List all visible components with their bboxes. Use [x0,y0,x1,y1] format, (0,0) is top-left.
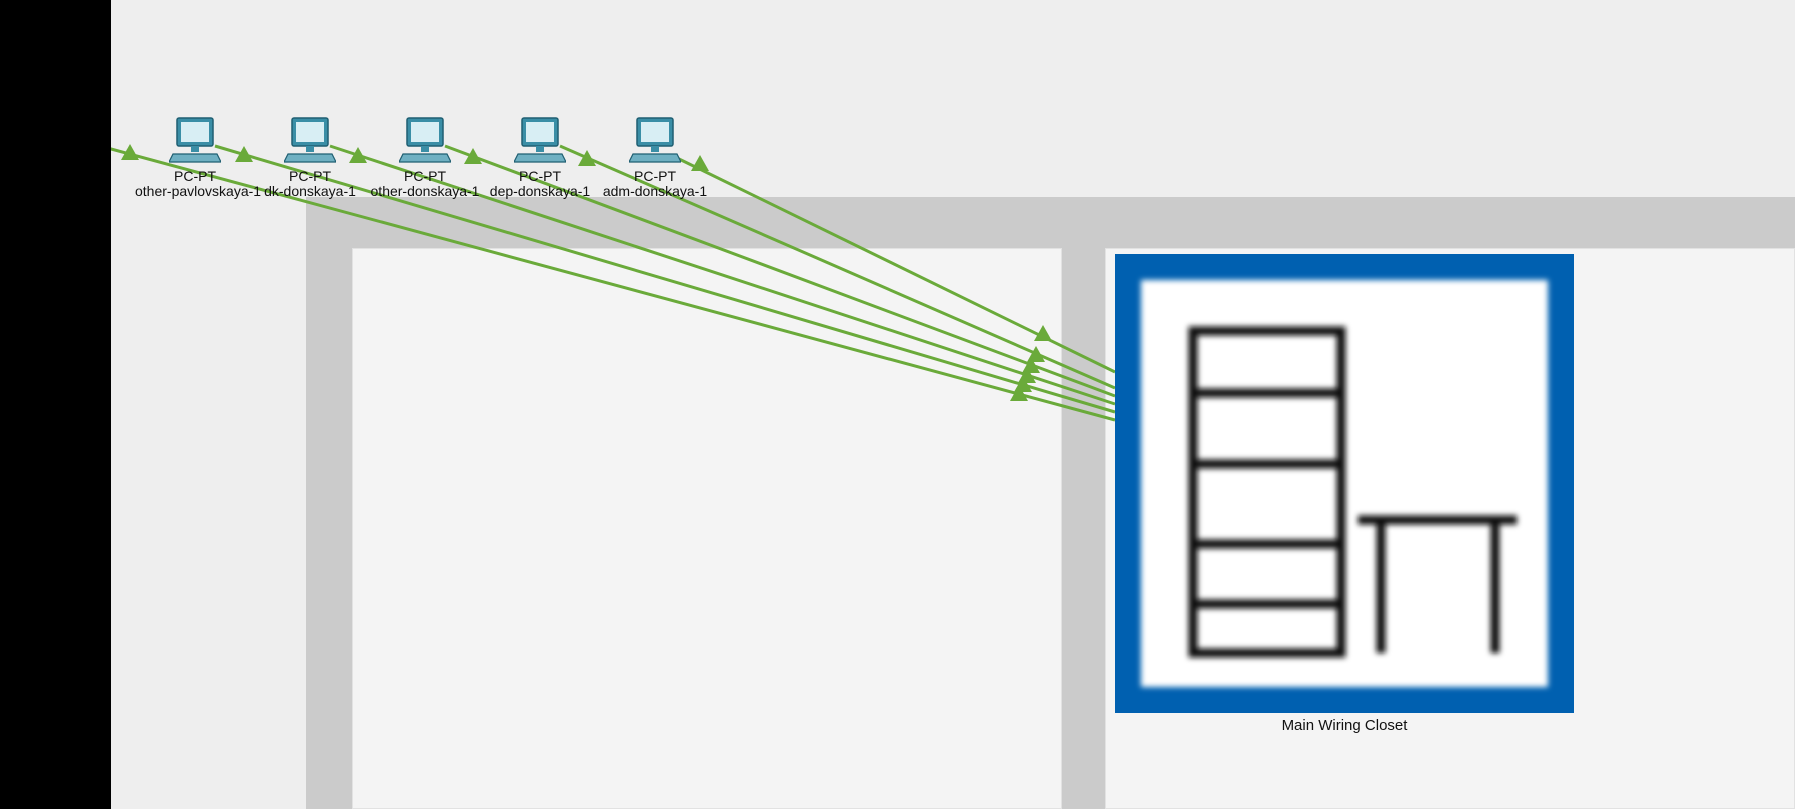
link-status-arrow-closet [1014,376,1032,392]
pc-icon [399,117,451,163]
link-status-arrow-pc [578,150,596,166]
pc-icon [629,117,681,163]
cable-link[interactable] [99,144,1116,422]
device-name-label: adm-donskaya-1 [602,183,708,199]
device-type-label: PC-PT [519,168,561,184]
wiring-closet-icon [1115,254,1574,713]
left-edge-panel [0,0,111,809]
device-name-label: other-donskaya-1 [370,183,480,199]
device-name-label: other-pavlovskaya-1 [135,183,262,199]
link-status-arrow-pc [691,155,709,171]
pc-icon [514,117,566,163]
pc-icon [169,117,221,163]
pc-icon [284,117,336,163]
device-name-label: dk-donskaya-1 [264,183,356,199]
link-status-arrow-pc [349,147,367,163]
link-status-arrow-closet [1022,357,1040,373]
room-left [352,248,1062,809]
device-type-label: PC-PT [289,168,331,184]
link-status-arrow-closet [1018,367,1036,383]
pc-device[interactable]: PC-PT other-donskaya-1 [365,116,485,199]
wiring-closet-label: Main Wiring Closet [1281,717,1408,734]
pc-device[interactable]: PC-PT dk-donskaya-1 [250,116,370,199]
link-status-arrow-closet [1034,325,1052,341]
link-status-arrow-pc [235,146,253,162]
link-status-arrow-closet [1010,385,1028,401]
link-status-arrow-pc [121,144,139,160]
pc-device[interactable]: PC-PT dep-donskaya-1 [480,116,600,199]
wiring-closet[interactable] [1115,254,1574,713]
cable-link[interactable] [559,144,1116,390]
link-status-arrow-closet [1027,346,1045,362]
device-name-label: dep-donskaya-1 [489,183,591,199]
pc-device[interactable]: PC-PT adm-donskaya-1 [595,116,715,199]
device-type-label: PC-PT [174,168,216,184]
device-type-label: PC-PT [634,168,676,184]
cable-link[interactable] [214,144,1116,414]
link-status-arrow-pc [464,148,482,164]
pc-device[interactable]: PC-PT other-pavlovskaya-1 [135,116,262,199]
device-type-label: PC-PT [404,168,446,184]
cable-link[interactable] [329,144,1116,406]
cable-link[interactable] [444,144,1116,398]
